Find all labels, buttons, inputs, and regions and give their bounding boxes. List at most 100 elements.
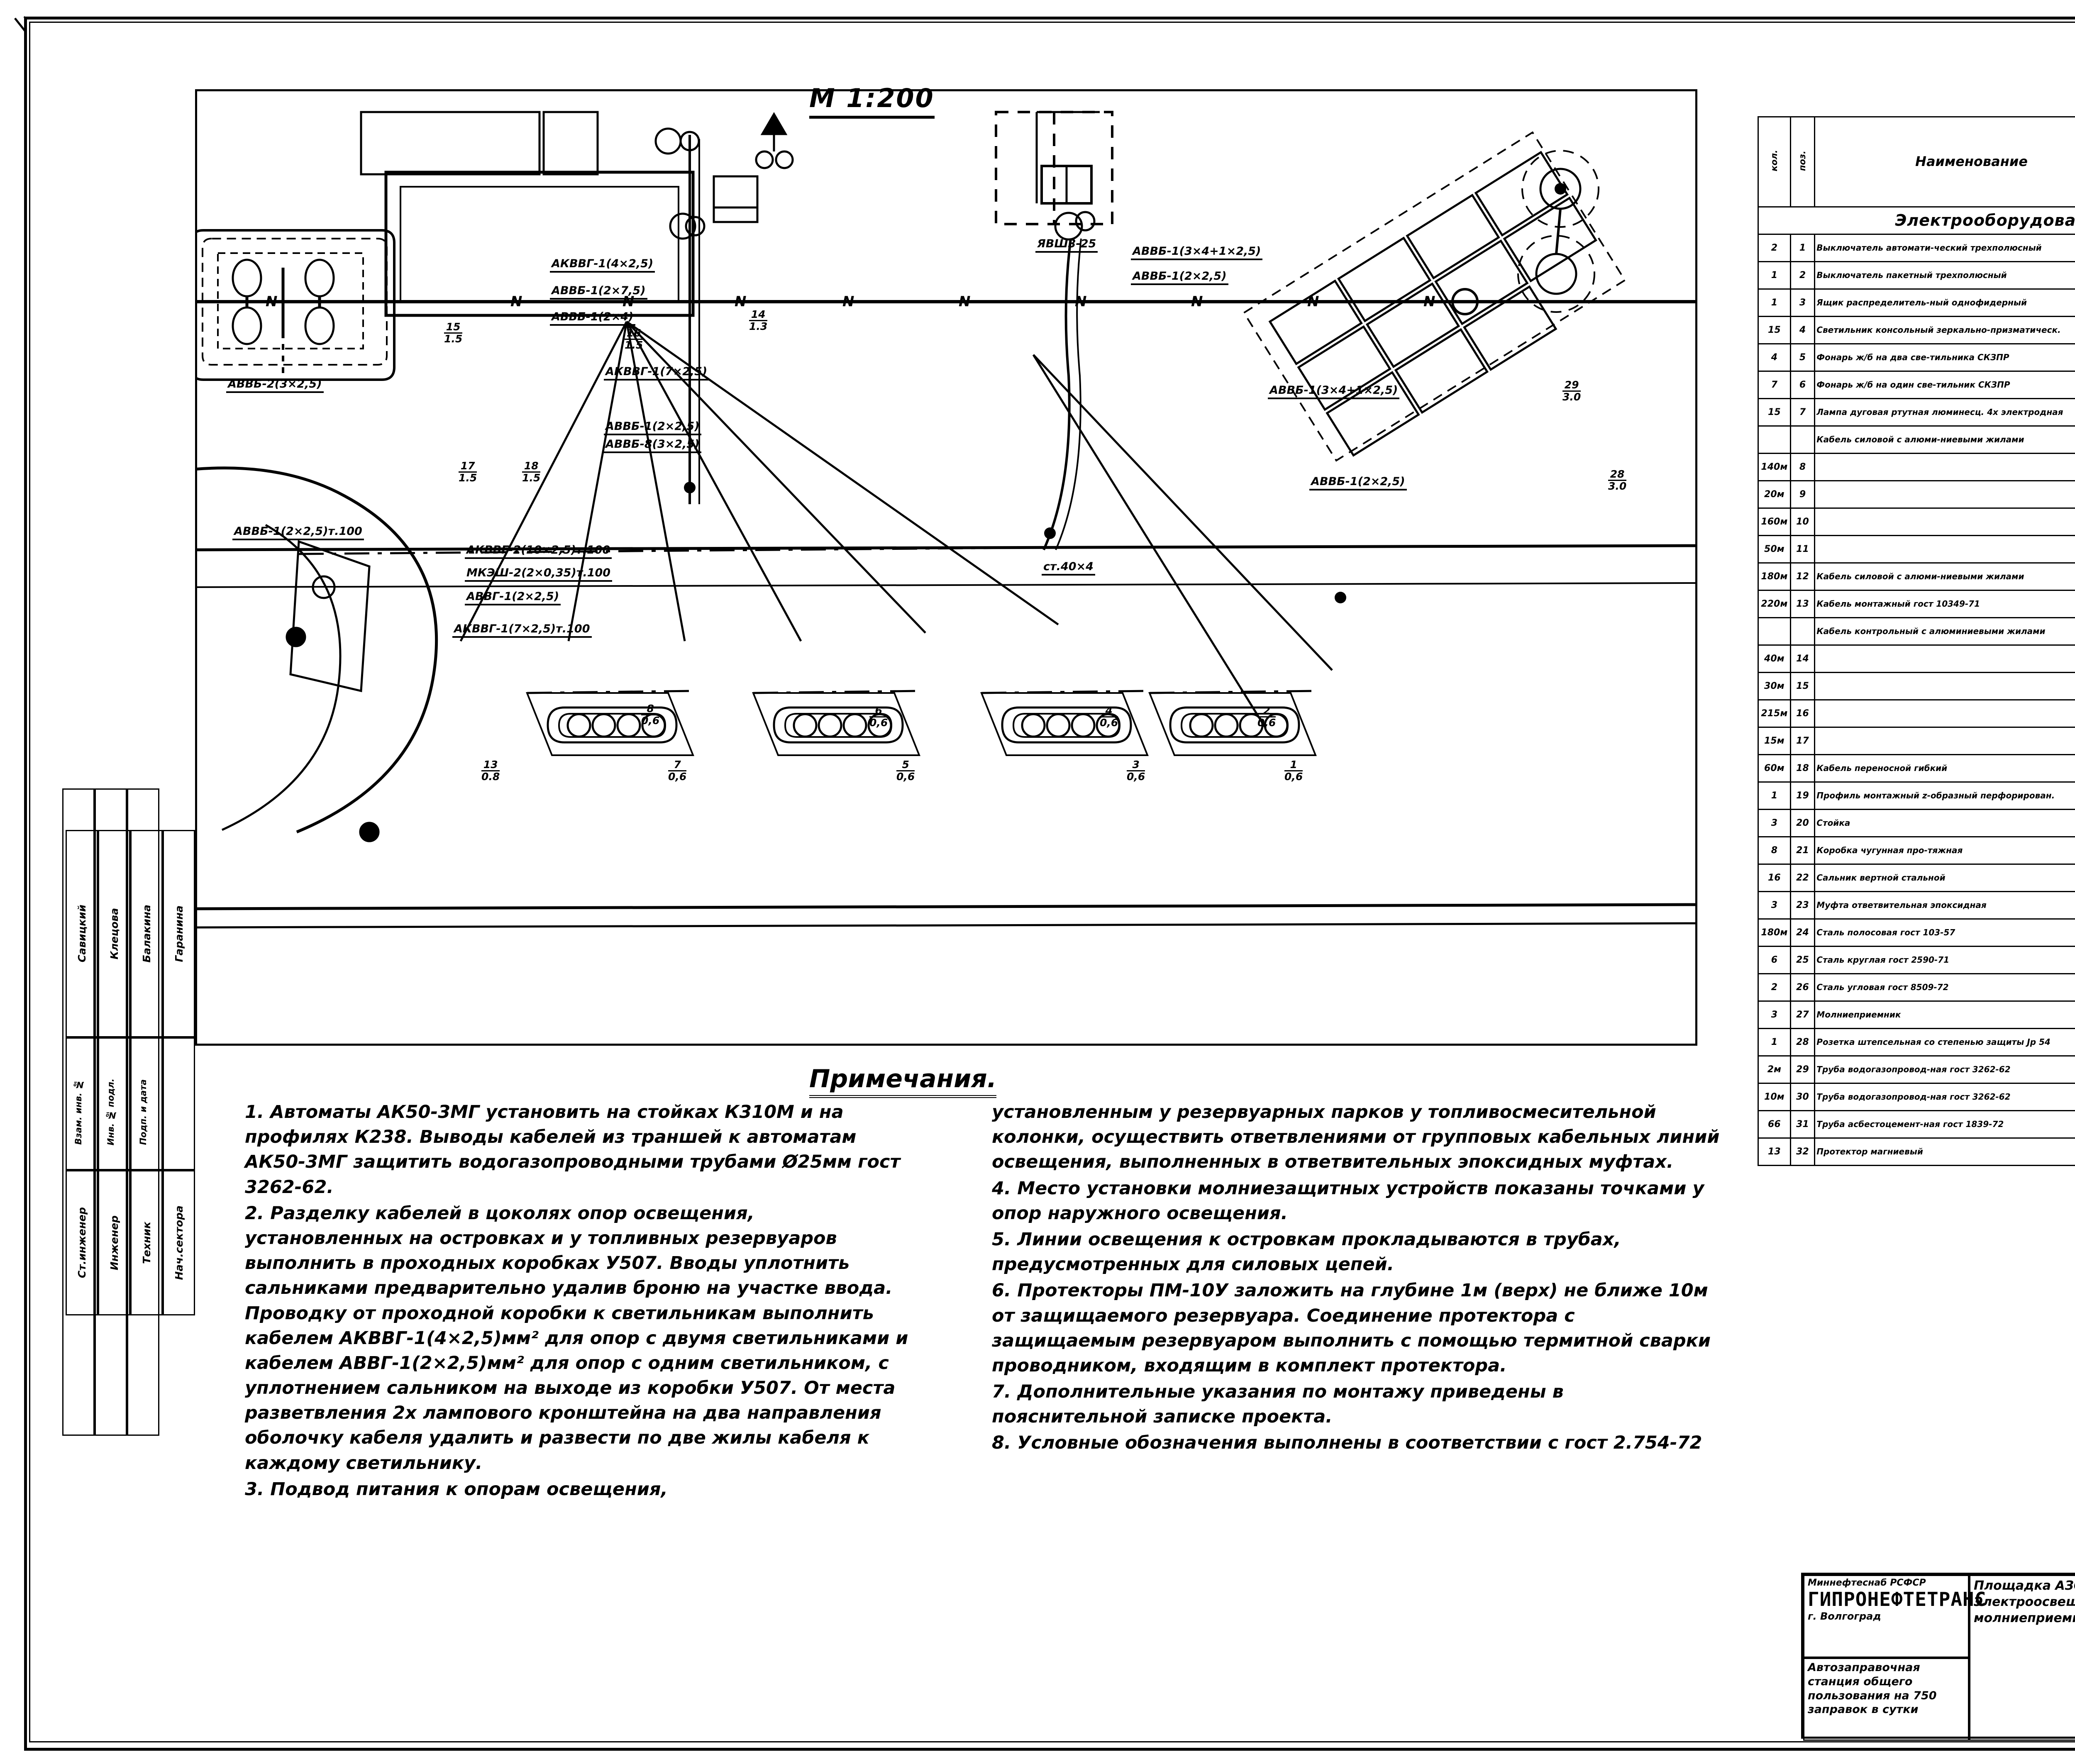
cell-poz: 9 (1789, 480, 1816, 509)
cell-kol: 40м (1758, 644, 1791, 673)
cell-poz: 23 (1789, 891, 1816, 920)
cell-name (1814, 507, 2075, 536)
signature-mark-cell (98, 1037, 130, 1170)
svg-text:N: N (842, 293, 854, 310)
cell-name: Труба водогазопровод-ная гост 3262-62 (1814, 1055, 2075, 1084)
signer-role-cell: Инженер (98, 1170, 130, 1315)
cable-label-lbl-avvb-2x4: АВВБ-1(2×4) (550, 310, 635, 326)
cell-kol: 220м (1758, 590, 1791, 618)
organization-logo: ГИПРОНЕФТЕТРАНС (1808, 1588, 1987, 1610)
spec-table-head: кол. поз. Наименование Обозначе-ние,сорт… (1758, 116, 2075, 207)
cell-kol: 1 (1758, 261, 1791, 290)
cell-kol: 140м (1758, 453, 1791, 481)
cell-name: Сальник вертной стальной (1814, 864, 2075, 892)
cable-label-lbl-st40x4: ст.40×4 (1042, 560, 1095, 576)
cell-kol: 3 (1758, 1000, 1791, 1029)
pole-marker-number: 18 (522, 461, 541, 473)
cell-kol: 1 (1758, 781, 1791, 810)
cell-poz: 14 (1789, 644, 1816, 673)
signature-mark-cell (130, 1037, 163, 1170)
cell-name: Выключатель пакетный трехполюсный (1814, 261, 2075, 290)
pole-marker-number: 14 (749, 309, 768, 321)
title-block-object: Автозаправочная станция общего пользован… (1803, 1658, 1969, 1741)
pole-marker-number: 1 (1284, 759, 1303, 771)
pole-marker-number: 28 (1608, 469, 1627, 481)
cell-kol: 30м (1758, 672, 1791, 700)
signer-role-cell: Ст.инженер (66, 1170, 98, 1315)
cell-kol: 4 (1758, 343, 1791, 372)
pole-marker-height: 0,6 (1284, 771, 1303, 783)
pole-marker-number: 3 (1127, 759, 1145, 771)
cell-poz: 26 (1789, 973, 1816, 1002)
cable-label-lbl-avvb-1-2x25-b: АВВБ-1(2×2,5) (604, 420, 701, 435)
cell-poz: 6 (1789, 371, 1816, 399)
pole-marker-number: 15 (444, 322, 463, 334)
note-item: 2. Разделку кабелей в цоколях опор освещ… (245, 1203, 908, 1474)
cell-poz: 8 (1789, 453, 1816, 481)
scale-label: М 1:200 (809, 83, 935, 119)
cell-kol: 20м (1758, 480, 1791, 509)
cell-poz: 12 (1789, 562, 1816, 591)
cell-poz: 28 (1789, 1028, 1816, 1056)
cell-kol: 16 (1758, 864, 1791, 892)
pole-marker-height: 1.5 (444, 333, 463, 345)
cable-label-lbl-avvg-2x25: АВВГ-1(2×2,5) (465, 590, 561, 605)
cable-label-lbl-avvb-2x25-t100: АВВБ-1(2×2,5)т.100 (232, 525, 364, 540)
pole-marker-height: 0,6 (1100, 717, 1118, 729)
cell-kol: 60м (1758, 754, 1791, 783)
cell-poz: 3 (1789, 288, 1816, 317)
note-item: 7. Дополнительные указания по монтажу пр… (992, 1381, 1564, 1427)
signer-name: Савицкий (76, 905, 88, 963)
table-row: Кабель контрольный с алюминиевыми жилами (1758, 617, 2075, 646)
object-description: Автозаправочная станция общего пользован… (1808, 1661, 1937, 1716)
cell-name: Протектор магниевый (1814, 1137, 2075, 1166)
cell-name: Труба асбестоцемент-ная гост 1839-72 (1814, 1110, 2075, 1139)
cable-label-lbl-avvb-3x4: АВВБ-1(3×4+1×2,5) (1131, 245, 1263, 260)
signer-name: Гаранина (173, 905, 185, 962)
table-row: 320СтойкаК310М (1758, 809, 2075, 837)
notes-right-column: установленным у резервуарных парков у то… (992, 1100, 1722, 1457)
cell-poz: 4 (1789, 316, 1816, 344)
cell-kol: 15 (1758, 398, 1791, 427)
pole-marker-number: 2 (1257, 705, 1276, 717)
drawing-title: Площадка АЗС Электрооборудование. Электр… (1974, 1579, 2075, 1625)
plan-drawing: N N N N N N N N N N (195, 111, 1696, 929)
cell-poz (1789, 425, 1816, 454)
cell-poz: 25 (1789, 946, 1816, 974)
cell-kol: 50м (1758, 535, 1791, 564)
cell-name: Кабель силовой с алюми-ниевыми жилами (1814, 562, 2075, 591)
cell-kol: 66 (1758, 1110, 1791, 1139)
table-row: 140м8АВВБ-6602×2,5мм² (1758, 453, 2075, 481)
cell-name: Кабель переносной гибкий (1814, 754, 2075, 783)
sig-col-podp: Подп. и дата (127, 788, 159, 1436)
svg-text:N: N (266, 293, 277, 310)
pole-marker-height: 1.5 (459, 472, 477, 484)
pole-marker-height: 0,6 (641, 715, 660, 727)
notes-title: Примечания. (809, 1064, 997, 1098)
cell-kol: 7 (1758, 371, 1791, 399)
signer-name: Балакина (140, 905, 153, 963)
cell-kol (1758, 617, 1791, 646)
sheet-outer-border (24, 17, 2075, 1751)
scale-value: М 1:200 (809, 83, 935, 119)
cell-name: Светильник консольный зеркально-призмати… (1814, 316, 2075, 344)
pole-marker-height: 0,6 (668, 771, 687, 783)
cell-poz: 19 (1789, 781, 1816, 810)
